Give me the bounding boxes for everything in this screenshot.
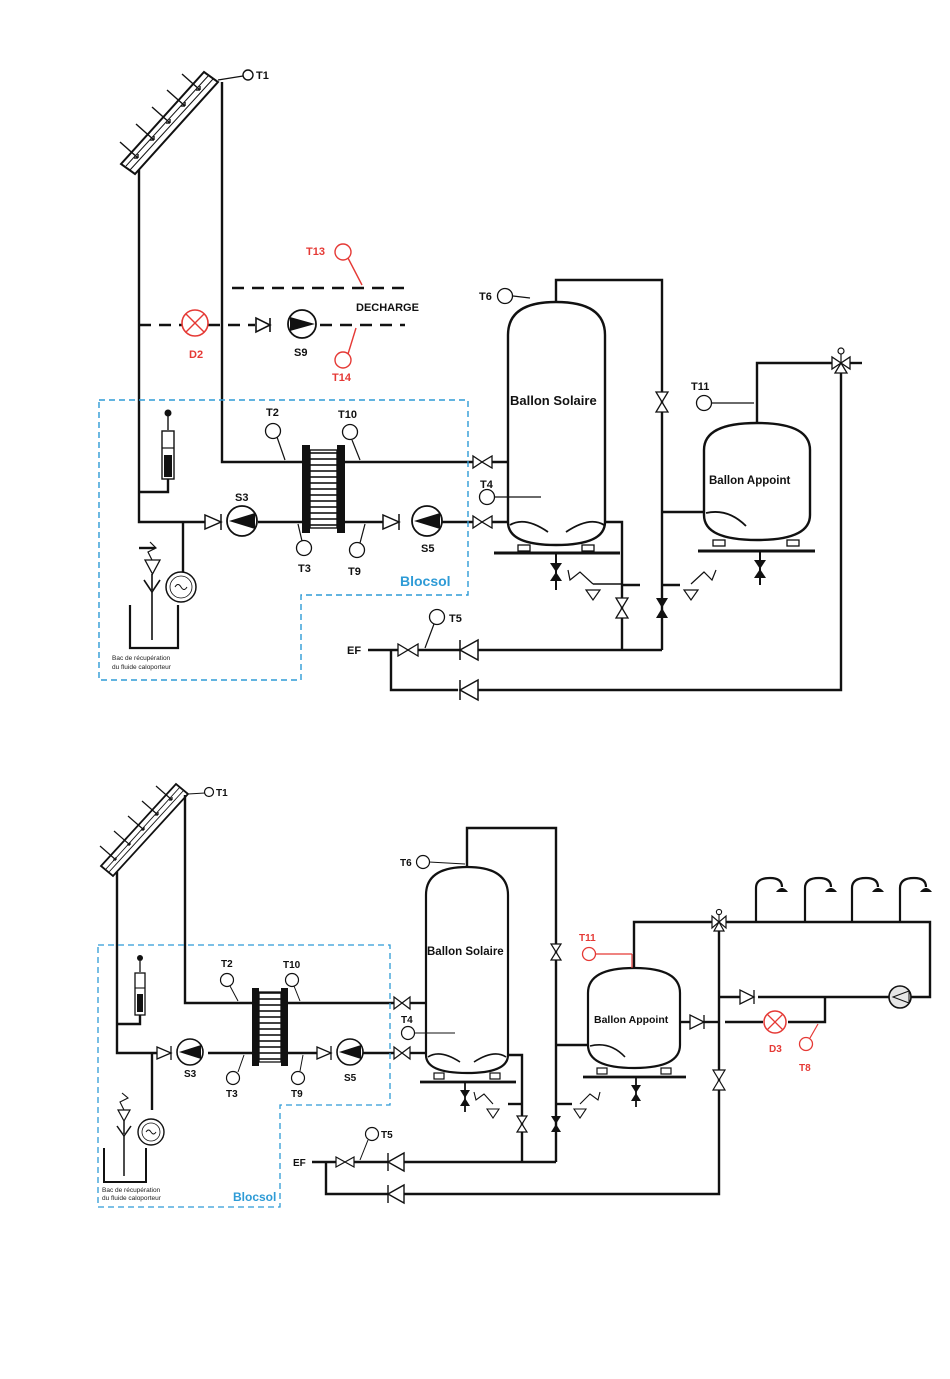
sensor-t4-label: T4 [480,479,494,491]
shower-head-1 [756,878,788,922]
valve-ballon-1-bottom [473,516,492,528]
sensor-t2-label: T2 [266,407,279,419]
pump-s9 [288,310,316,338]
shower-head-3 [852,878,884,922]
ballon-solaire-label-2: Ballon Solaire [427,946,504,958]
heat-exchanger-1 [302,445,345,533]
ballon-appoint-label-1: Ballon Appoint [709,475,791,487]
pump-s5-label: S5 [421,543,434,555]
ballon-appoint-1 [698,423,815,585]
sensor-t10-label-2: T10 [283,960,301,971]
sensor-t13-label: T13 [306,246,325,258]
diagram-1: T1 DECHARGE [99,70,862,700]
sensor-t10-label: T10 [338,409,357,421]
sensor-t8-label: T8 [799,1063,811,1074]
sensor-t11-label-2: T11 [579,933,596,944]
sensor-t13 [335,244,362,285]
shower-head-4 [900,878,932,922]
flowmeter-d3 [764,1011,786,1033]
expansion-vessel-1 [139,410,174,493]
solar-collector-2 [100,784,188,876]
pump-s5-2 [317,1039,363,1065]
sensor-t3-label-2: T3 [226,1089,238,1100]
blocsol-label-2: Blocsol [233,1190,276,1204]
pump-s3 [205,506,257,536]
valve-ballon-1-top [473,456,492,468]
heat-exchanger-2 [252,988,288,1066]
blocsol-border-1 [99,400,468,680]
sensor-t5-label: T5 [449,613,462,625]
check-valve-appoint-out [690,1015,704,1029]
recovery-tank-1 [130,592,178,648]
pump-s3-2 [157,1039,203,1065]
ballon-solaire-2 [420,867,516,1112]
ef-label-1: EF [347,645,361,657]
diagram-2: T1 Blocsol T2 T10 T3 T9 [98,784,932,1207]
sensor-t14 [335,328,356,368]
safety-valve-1 [144,542,160,592]
sensor-t1-label-2: T1 [216,788,228,799]
ballon-appoint-2 [583,968,686,1107]
blocsol-label-1: Blocsol [400,573,451,589]
mixing-valve-1 [832,348,862,373]
pressure-gauge-2 [138,1119,164,1145]
valve-return-2 [713,1070,725,1090]
recovery-tank-2 [104,1136,146,1182]
ef-label-2: EF [293,1158,306,1169]
sensor-t1-label: T1 [256,70,269,82]
shower-head-2 [805,878,837,922]
sensor-t9-label-2: T9 [291,1089,303,1100]
sensor-t6-label: T6 [479,291,492,303]
sensor-t3-label: T3 [298,563,311,575]
solar-collector-1 [120,72,218,174]
pump-s3-label-2: S3 [184,1069,197,1080]
flowmeter-d2 [182,310,208,336]
expansion-vessel-2 [117,955,145,1024]
pressure-gauge-1 [166,572,196,602]
sensor-t2-label-2: T2 [221,959,233,970]
sensor-t5-label-2: T5 [381,1130,393,1141]
shower-loop [719,878,932,1022]
ballon-appoint-label-2: Ballon Appoint [594,1014,669,1026]
ballon-solaire-1 [494,302,620,590]
decharge-label: DECHARGE [356,302,419,314]
bac-label-2a: Bac de récupération [102,1187,161,1194]
bac-label-1b: du fluide caloporteur [112,664,172,671]
sensor-t11-label: T11 [691,381,709,393]
flowmeter-d3-label: D3 [769,1044,782,1055]
sensor-t4-label-2: T4 [401,1015,413,1026]
pump-s5-label-2: S5 [344,1073,357,1084]
sensor-t9-label: T9 [348,566,361,578]
safety-valve-2 [117,1093,131,1136]
sensor-t14-label: T14 [332,372,352,384]
cold-water-inlet-2 [312,1153,556,1203]
safety-valve-solar-1 [568,570,716,600]
pump-s3-label: S3 [235,492,248,504]
mixing-valve-2 [712,909,726,931]
pump-s5 [383,506,442,536]
ballon-solaire-label-1: Ballon Solaire [510,393,597,408]
sensor-t6-label-2: T6 [400,858,412,869]
pump-s9-label: S9 [294,347,307,359]
bac-label-1a: Bac de récupération [112,655,171,662]
bac-label-2b: du fluide caloporteur [102,1195,162,1202]
flowmeter-d2-label: D2 [189,349,203,361]
